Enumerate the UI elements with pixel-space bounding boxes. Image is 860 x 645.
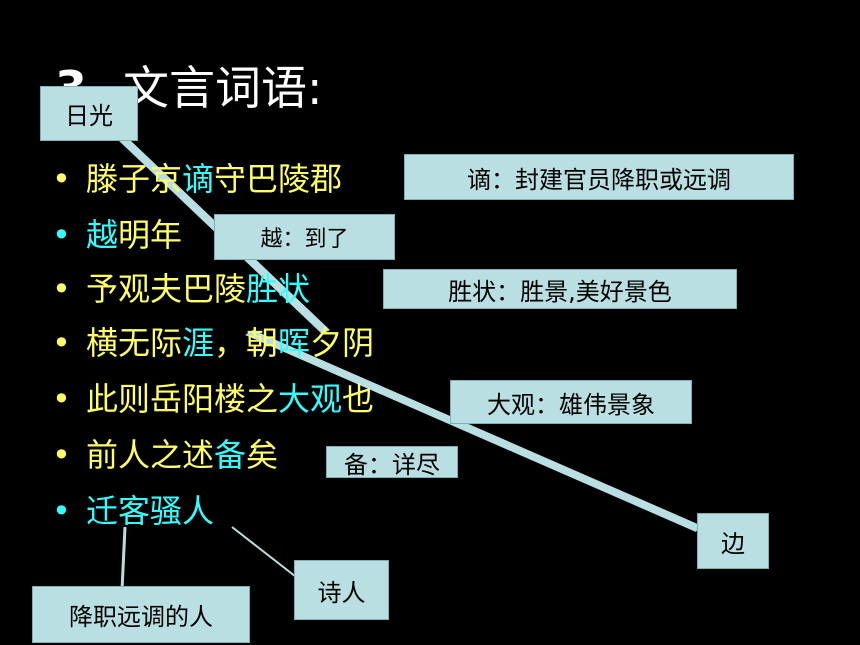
callout-line-qianke bbox=[120, 526, 127, 591]
note-zhe: 谪：封建官员降职或远调 bbox=[404, 154, 794, 200]
callout-line-shiren bbox=[231, 526, 301, 581]
bullet-text-segment: 备 bbox=[214, 436, 247, 474]
bullet-item: • 滕子京谪守巴陵郡 bbox=[52, 156, 342, 202]
note-yue: 越：到了 bbox=[214, 214, 395, 260]
bullet-text-segment: 予观夫巴陵 bbox=[86, 270, 247, 308]
bullet-text-segment: 守巴陵郡 bbox=[214, 160, 343, 198]
bullet-item: • 予观夫巴陵胜状 bbox=[52, 266, 310, 312]
slide-title: 3文言词语: bbox=[55, 52, 323, 118]
bullet-text-segment: 横无际 bbox=[86, 324, 183, 362]
bullet-text-segment: 谪 bbox=[182, 160, 215, 198]
bullet-text-segment: 涯 bbox=[182, 324, 215, 362]
bullet-text-segment: 也 bbox=[342, 380, 375, 418]
bullet-text-segment: 此则岳阳楼之 bbox=[86, 380, 279, 418]
bullet-dot: • bbox=[52, 270, 71, 308]
bullet-text-segment: ，朝 bbox=[214, 324, 279, 362]
bullet-text-segment: 大观 bbox=[278, 380, 343, 418]
bullet-dot: • bbox=[52, 492, 71, 530]
note-shengzhuang: 胜状：胜景,美好景色 bbox=[383, 269, 737, 309]
bullet-text-segment: 迁客骚人 bbox=[86, 492, 215, 530]
note-qianke: 降职远调的人 bbox=[32, 586, 250, 643]
bullet-item: • 此则岳阳楼之大观也 bbox=[52, 376, 374, 422]
bullet-text-segment: 滕子京 bbox=[86, 160, 183, 198]
bullet-text-segment: 胜状 bbox=[246, 270, 311, 308]
title-text: 文言词语: bbox=[123, 61, 323, 115]
bullet-item: • 前人之述备矣 bbox=[52, 432, 278, 478]
note-daguan: 大观：雄伟景象 bbox=[450, 380, 692, 424]
note-bei: 备：详尽 bbox=[326, 446, 458, 479]
note-rizhao: 日光 bbox=[40, 86, 138, 141]
bullet-dot: • bbox=[52, 324, 71, 362]
bullet-item: • 横无际涯，朝晖夕阴 bbox=[52, 320, 374, 366]
bullet-text-segment: 晖 bbox=[278, 324, 311, 362]
bullet-dot: • bbox=[52, 160, 71, 198]
callout-line-bian bbox=[245, 330, 700, 532]
bullet-text-segment: 矣 bbox=[246, 436, 279, 474]
bullet-dot: • bbox=[52, 216, 71, 254]
bullet-dot: • bbox=[52, 380, 71, 418]
bullet-item: • 迁客骚人 bbox=[52, 488, 214, 534]
bullet-text-segment: 越 bbox=[86, 216, 119, 254]
bullet-text-segment: 明年 bbox=[118, 216, 183, 254]
bullet-item: • 越明年 bbox=[52, 212, 182, 258]
note-bian: 边 bbox=[697, 513, 769, 569]
bullet-text-segment: 前人之述 bbox=[86, 436, 215, 474]
bullet-text-segment: 夕阴 bbox=[310, 324, 375, 362]
note-shiren: 诗人 bbox=[294, 560, 389, 620]
bullet-dot: • bbox=[52, 436, 71, 474]
